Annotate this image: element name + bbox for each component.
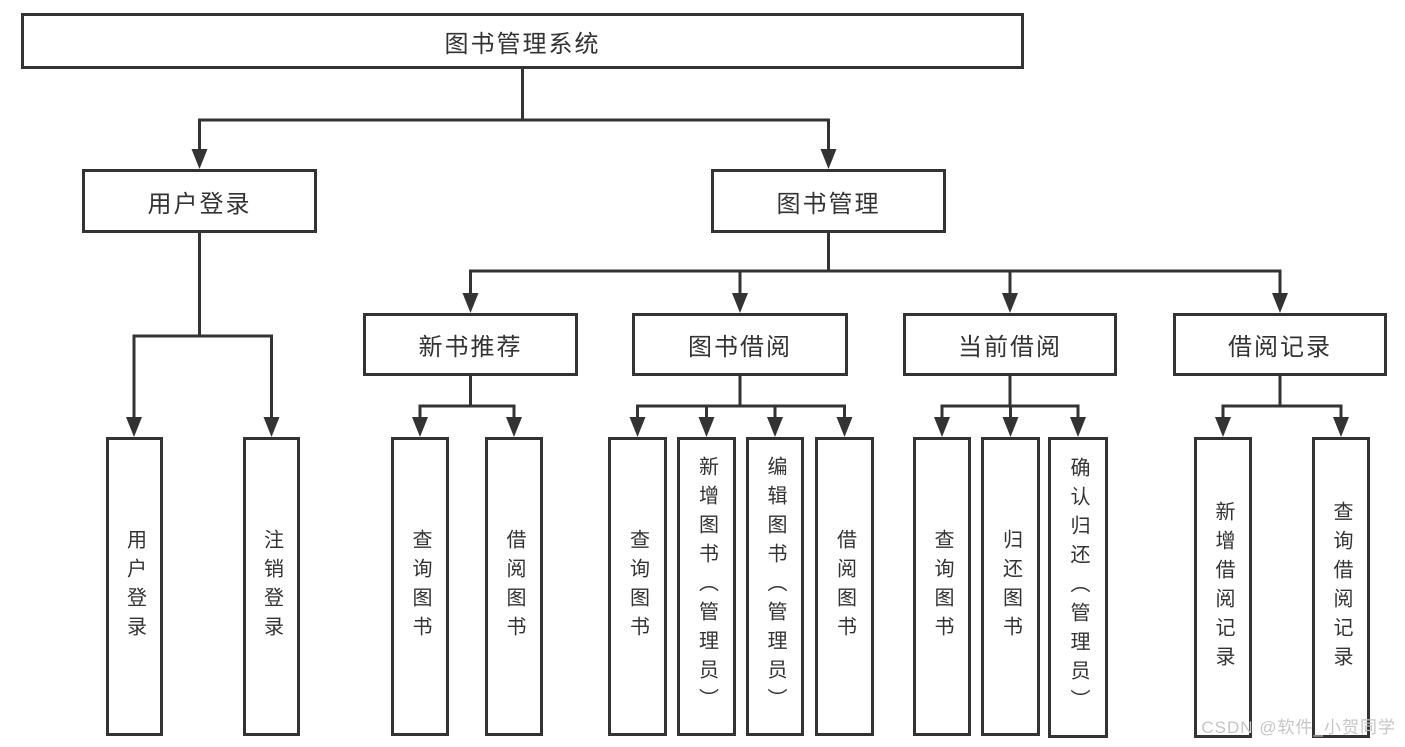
leaf-add-borrow-record: 新增借阅记录 <box>1194 437 1252 738</box>
leaf-query-books-current: 查询图书 <box>913 437 971 736</box>
leaf-confirm-return-admin: 确认归还（管理员） <box>1048 437 1108 738</box>
node-current-borrow: 当前借阅 <box>903 313 1117 376</box>
connector-root-to-level2 <box>191 67 837 169</box>
leaf-edit-book-admin: 编辑图书（管理员） <box>746 437 804 736</box>
node-user-login: 用户登录 <box>82 169 317 233</box>
connector-new-book-recommend-to-leaves <box>412 376 522 437</box>
node-library-management-system: 图书管理系统 <box>21 13 1024 69</box>
leaf-label: 查询借阅记录 <box>1330 500 1352 675</box>
leaf-add-book-admin: 新增图书（管理员） <box>677 437 736 736</box>
node-book-borrow: 图书借阅 <box>632 313 848 376</box>
node-label: 借阅记录 <box>1228 334 1332 361</box>
leaf-borrow-books: 借阅图书 <box>815 437 874 736</box>
node-book-management: 图书管理 <box>711 169 946 233</box>
node-label: 图书管理系统 <box>444 30 601 58</box>
leaf-label: 新增借阅记录 <box>1212 500 1234 675</box>
leaf-label: 查询图书 <box>931 528 953 645</box>
leaf-user-login: 用户登录 <box>106 437 163 736</box>
leaf-label: 新增图书（管理员） <box>695 456 718 717</box>
leaf-label: 归还图书 <box>999 528 1022 645</box>
node-label: 当前借阅 <box>958 334 1062 361</box>
node-label: 用户登录 <box>147 190 252 218</box>
leaf-label: 注销登录 <box>260 528 283 645</box>
leaf-label: 借阅图书 <box>833 528 856 645</box>
connector-current-borrow-to-leaves <box>934 376 1086 437</box>
leaf-return-books: 归还图书 <box>981 437 1040 736</box>
leaf-query-books-borrow: 查询图书 <box>608 437 667 736</box>
leaf-query-borrow-record: 查询借阅记录 <box>1312 437 1370 738</box>
connector-user-login-to-leaves <box>126 233 280 437</box>
leaf-label: 查询图书 <box>626 528 649 645</box>
connector-borrow-records-to-leaves <box>1215 376 1349 437</box>
leaf-label: 确认归还（管理员） <box>1067 457 1089 718</box>
leaf-label: 编辑图书（管理员） <box>764 456 786 717</box>
node-new-book-recommend: 新书推荐 <box>363 313 578 376</box>
node-label: 图书借阅 <box>688 334 792 361</box>
node-label: 图书管理 <box>776 190 881 218</box>
connector-book-borrow-to-leaves <box>629 376 853 437</box>
leaf-query-books-recommend: 查询图书 <box>391 437 449 736</box>
node-borrow-records: 借阅记录 <box>1173 313 1387 376</box>
leaf-borrow-books-recommend: 借阅图书 <box>485 437 543 736</box>
leaf-label: 借阅图书 <box>503 528 525 645</box>
leaf-label: 查询图书 <box>409 528 431 645</box>
csdn-watermark: CSDN @软件_小贺同学 <box>1201 718 1396 737</box>
leaf-label: 用户登录 <box>123 528 146 645</box>
node-label: 新书推荐 <box>418 334 523 361</box>
leaf-logout: 注销登录 <box>243 437 300 736</box>
connector-book-management-to-level3 <box>462 233 1288 313</box>
